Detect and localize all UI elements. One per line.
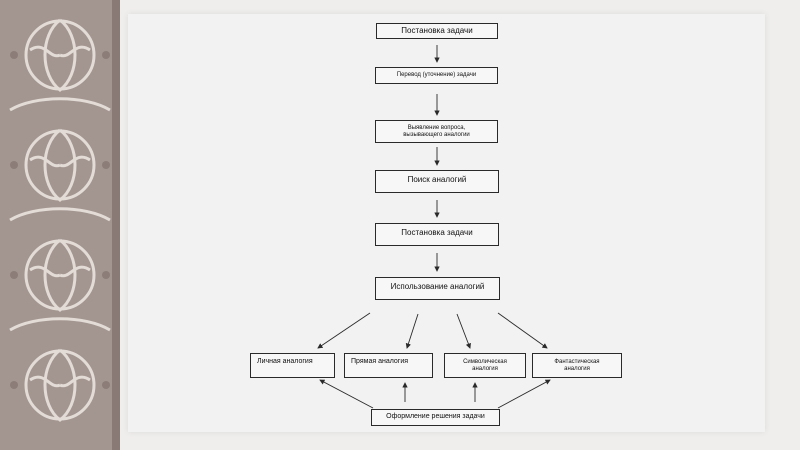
node-symbolic-analogy: Символическая аналогия: [444, 353, 526, 378]
node-question-identification: Выявление вопроса, вызывающего аналогии: [375, 120, 498, 143]
node-personal-analogy-label: Личная аналогия: [257, 358, 313, 365]
node-direct-analogy: Прямая аналогия: [344, 353, 433, 378]
node-fantastic-analogy-line1: Фантастическая: [554, 358, 600, 365]
node-solution-formatting-label: Оформление решения задачи: [386, 413, 485, 421]
node-problem-statement-2: Постановка задачи: [375, 223, 499, 246]
node-symbolic-analogy-line2: аналогия: [472, 365, 498, 372]
node-fantastic-analogy-line2: аналогия: [564, 365, 590, 372]
node-analogy-use: Использование аналогий: [375, 277, 500, 300]
node-question-identification-line1: Выявление вопроса,: [407, 124, 466, 131]
node-direct-analogy-label: Прямая аналогия: [351, 358, 409, 365]
node-fantastic-analogy: Фантастическая аналогия: [532, 353, 622, 378]
ornament-pattern: [0, 0, 120, 450]
node-analogy-search-label: Поиск аналогий: [407, 175, 467, 184]
node-question-identification-line2: вызывающего аналогии: [403, 131, 470, 138]
node-problem-statement: Постановка задачи: [376, 23, 498, 39]
node-analogy-use-label: Использование аналогий: [390, 282, 485, 291]
node-problem-translation-label: Перевод (уточнение) задачи: [396, 72, 477, 79]
node-symbolic-analogy-line1: Символическая: [463, 358, 507, 365]
node-problem-translation: Перевод (уточнение) задачи: [375, 67, 498, 84]
node-problem-statement-2-label: Постановка задачи: [401, 228, 473, 237]
node-personal-analogy: Личная аналогия: [250, 353, 335, 378]
node-problem-statement-label: Постановка задачи: [401, 26, 473, 36]
node-analogy-search: Поиск аналогий: [375, 170, 499, 193]
decorative-ornament-border: [0, 0, 120, 450]
node-solution-formatting: Оформление решения задачи: [371, 409, 500, 426]
